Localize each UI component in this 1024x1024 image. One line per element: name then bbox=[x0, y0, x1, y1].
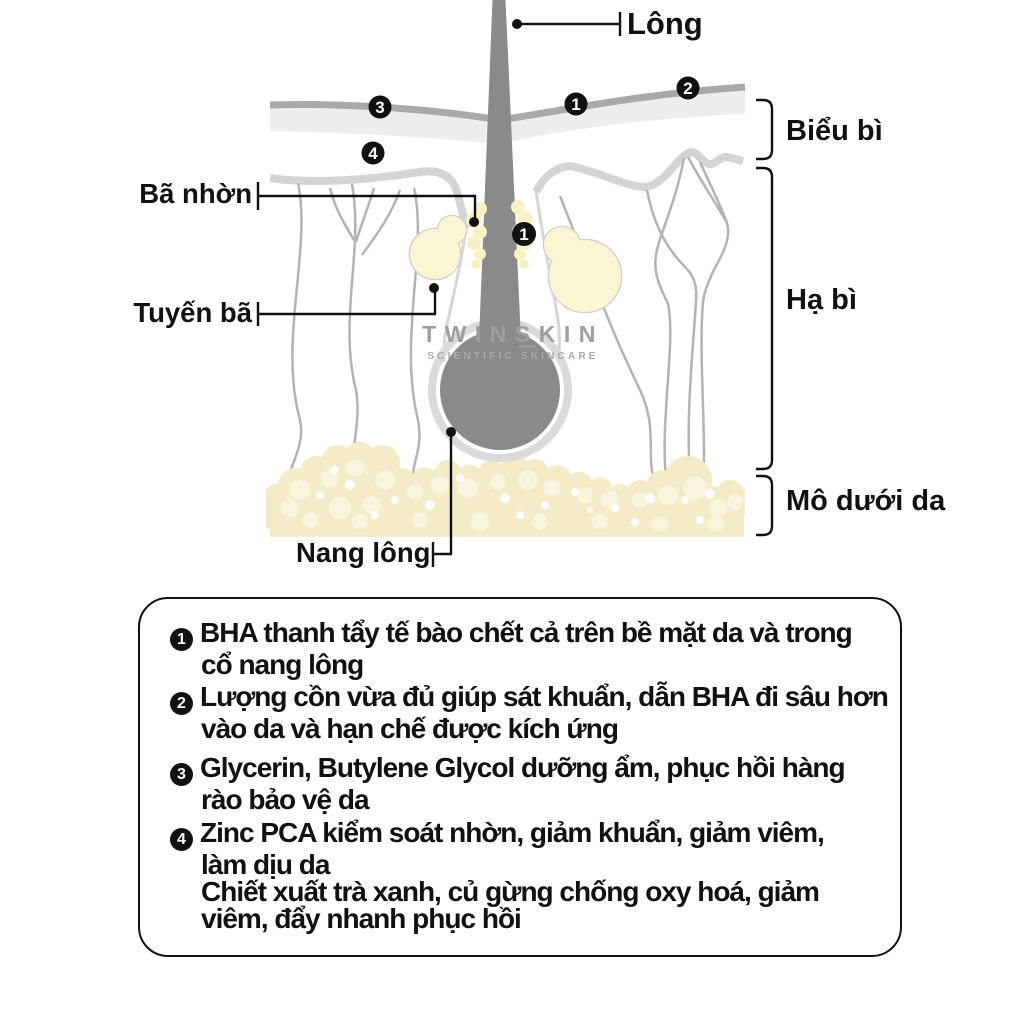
svg-text:1: 1 bbox=[519, 225, 528, 244]
svg-text:3: 3 bbox=[375, 98, 384, 117]
svg-text:2: 2 bbox=[683, 79, 692, 98]
svg-text:Nang lông: Nang lông bbox=[296, 537, 430, 568]
svg-text:SCIENTIFIC SKINCARE: SCIENTIFIC SKINCARE bbox=[427, 351, 598, 362]
svg-text:Biểu bì: Biểu bì bbox=[786, 115, 883, 147]
svg-text:Hạ bì: Hạ bì bbox=[786, 284, 857, 316]
svg-text:4: 4 bbox=[368, 144, 378, 163]
svg-text:Lông: Lông bbox=[627, 6, 703, 41]
svg-text:1: 1 bbox=[571, 95, 580, 114]
svg-text:Bã nhờn: Bã nhờn bbox=[139, 178, 252, 209]
svg-text:Tuyến bã: Tuyến bã bbox=[133, 297, 252, 328]
svg-text:TWINSKIN: TWINSKIN bbox=[422, 321, 604, 347]
svg-text:Mô dưới da: Mô dưới da bbox=[786, 485, 946, 517]
